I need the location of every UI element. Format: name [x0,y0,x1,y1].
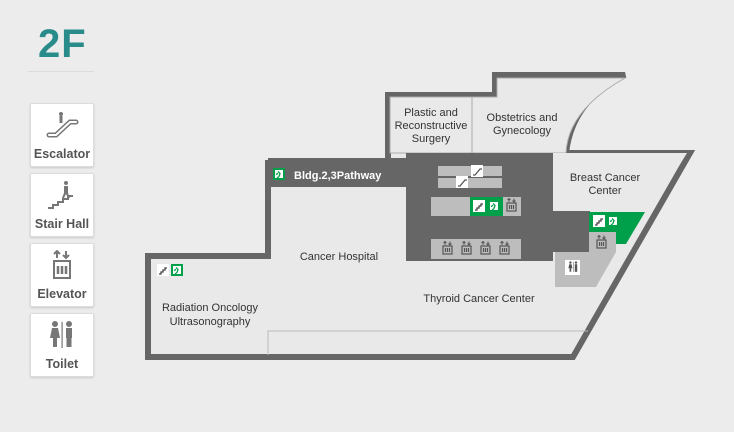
legend-escalator-button[interactable]: Escalator [30,103,94,167]
room-label: Obstetrics and [487,112,558,124]
legend-label: Escalator [33,147,91,161]
toilet-icon [50,321,72,348]
toilet-icon [568,261,578,273]
elevator-bank [431,239,521,259]
legend-elevator-button[interactable]: Elevator [30,243,94,307]
legend-toilet-button[interactable]: Toilet [30,313,94,377]
exit-icon [272,167,286,181]
exit-icon [170,263,184,277]
room-label: Center [588,185,621,197]
room-label: Ultrasonography [170,316,251,328]
divider [28,71,94,72]
toilet-sign [565,260,580,275]
escalator-bar [438,166,502,176]
elevator-icon [53,250,71,279]
room-plastic-surgery[interactable] [389,96,473,154]
room-label: Reconstructive [395,120,468,132]
pathway-label: Bldg.2,3Pathway [294,170,382,182]
escalator-icon[interactable] [470,164,484,178]
room-label: Radiation Oncology [162,302,259,314]
exit-icon [606,214,620,228]
room-label: Gynecology [493,125,552,137]
exit-icon [487,199,501,213]
legend-label: Toilet [45,357,79,371]
room-label: Plastic and [404,107,458,119]
inner-wall [267,330,588,355]
stairs-icon [48,181,73,209]
escalator-icon [46,112,79,138]
escalator-bar [438,178,502,188]
room-label: Thyroid Cancer Center [423,293,535,305]
legend-stair-hall-button[interactable]: Stair Hall [30,173,94,237]
escalator-icon[interactable] [455,175,469,189]
room-label: Breast Cancer [570,172,641,184]
room-label: Cancer Hospital [300,251,378,263]
room-obgyn[interactable] [471,77,627,154]
stairs-icon[interactable] [156,263,170,277]
floor-label: 2F [38,22,87,66]
stairs-icon[interactable] [592,214,606,228]
core-hall-ext [550,211,590,252]
legend-label: Elevator [37,287,87,301]
pathway-corridor [268,158,408,187]
room-breast-cancer[interactable] [553,153,687,211]
legend-label: Stair Hall [34,217,90,231]
room-label: Surgery [412,133,451,145]
stairs-icon[interactable] [472,199,486,213]
elevator-box [589,232,616,252]
